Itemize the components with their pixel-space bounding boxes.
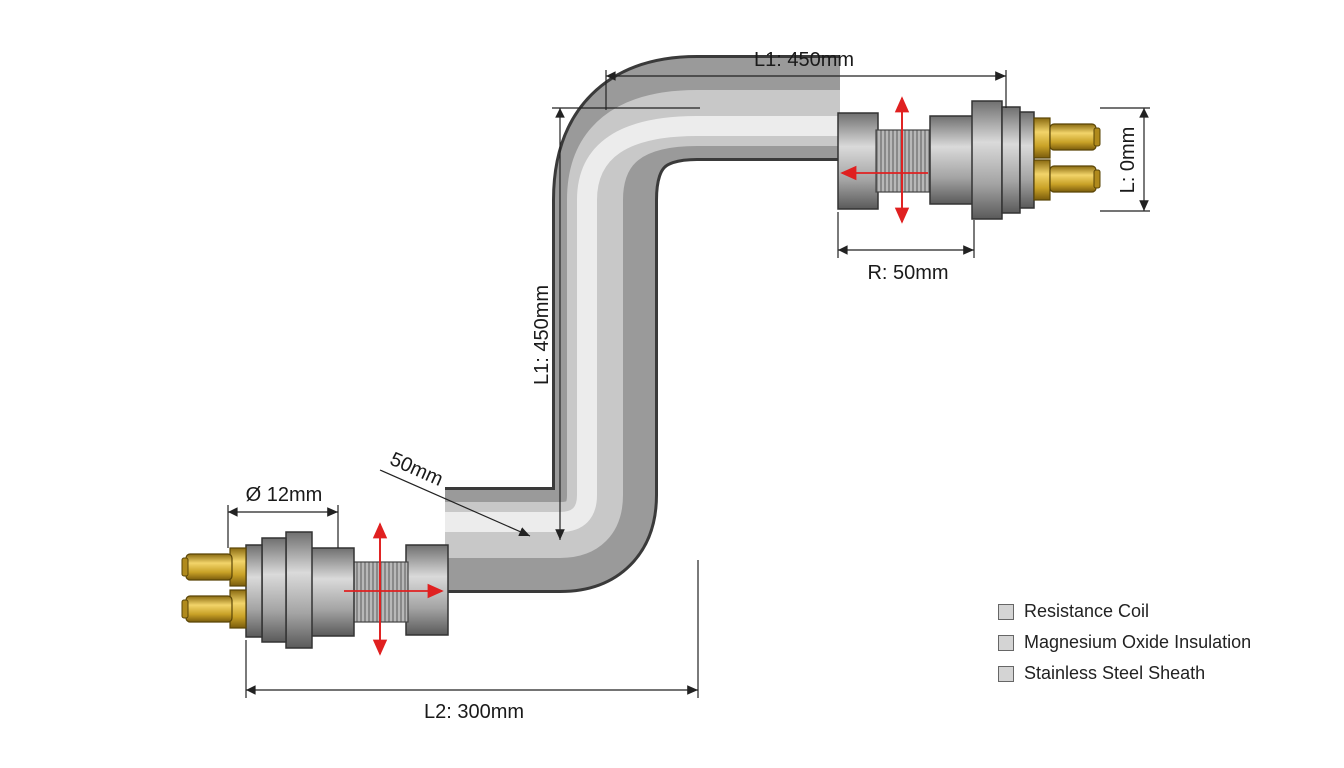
vertical-length-label: L1: 450mm: [531, 285, 553, 385]
dimension-lines: [227, 70, 1150, 698]
end-height-label: L: 0mm: [1117, 127, 1139, 194]
terminal-pin-icon: [1049, 123, 1097, 151]
legend-swatch: [998, 634, 1014, 651]
radius-label: R: 50mm: [867, 262, 948, 284]
legend-label: Stainless Steel Sheath: [1024, 663, 1206, 683]
legend-item-stainless-sheath: Stainless Steel Sheath: [998, 658, 1251, 689]
legend-swatch: [998, 603, 1014, 620]
resistance-coil-top: [875, 129, 933, 193]
flow-arrow-icon: [344, 522, 444, 656]
legend-swatch: [998, 665, 1014, 682]
bend-offset-label: 50mm: [387, 448, 447, 491]
left-end-fitting: [181, 531, 449, 649]
heater-sheath-tube: [445, 55, 840, 593]
bottom-length-label: L2: 300mm: [424, 701, 524, 723]
legend-item-magnesium-oxide: Magnesium Oxide Insulation: [998, 627, 1251, 658]
terminal-pin-icon: [185, 553, 233, 581]
legend-item-resistance-coil: Resistance Coil: [998, 596, 1251, 627]
terminal-pin-icon: [185, 595, 233, 623]
legend-label: Resistance Coil: [1024, 601, 1150, 621]
legend: Resistance Coil Magnesium Oxide Insulati…: [998, 596, 1251, 689]
top-length-label: L1: 450mm: [754, 49, 854, 71]
right-end-fitting: [837, 100, 1101, 220]
flow-arrow-icon: [840, 96, 928, 224]
diameter-label: Ø 12mm: [246, 484, 323, 506]
terminal-pin-icon: [1049, 165, 1097, 193]
legend-label: Magnesium Oxide Insulation: [1024, 632, 1252, 652]
